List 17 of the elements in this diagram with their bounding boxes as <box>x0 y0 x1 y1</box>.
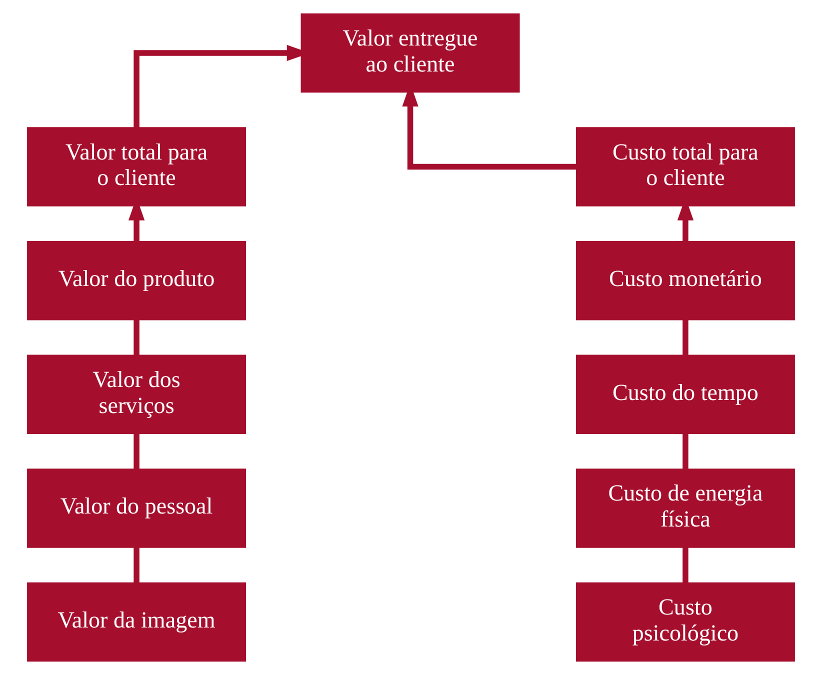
connector <box>682 434 688 470</box>
connector <box>133 547 139 583</box>
node-box: Valor do pessoal <box>26 468 246 548</box>
node-box: Valor entregue ao cliente <box>300 13 520 93</box>
node-box: Custo total para o cliente <box>575 127 794 206</box>
node-box: Valor do produto <box>26 240 246 320</box>
node-box: Valor total para o cliente <box>26 127 246 206</box>
node-box: Custo psicológico <box>575 582 794 662</box>
node-box: Valor da imagem <box>26 582 246 662</box>
node-box: Valor dos serviços <box>26 354 246 434</box>
connector <box>682 547 688 583</box>
connector <box>133 320 139 356</box>
connector <box>682 320 688 356</box>
node-box: Custo de energia física <box>575 468 794 548</box>
node-box: Custo monetário <box>575 240 794 320</box>
connector <box>133 434 139 470</box>
node-box: Custo do tempo <box>575 354 794 434</box>
